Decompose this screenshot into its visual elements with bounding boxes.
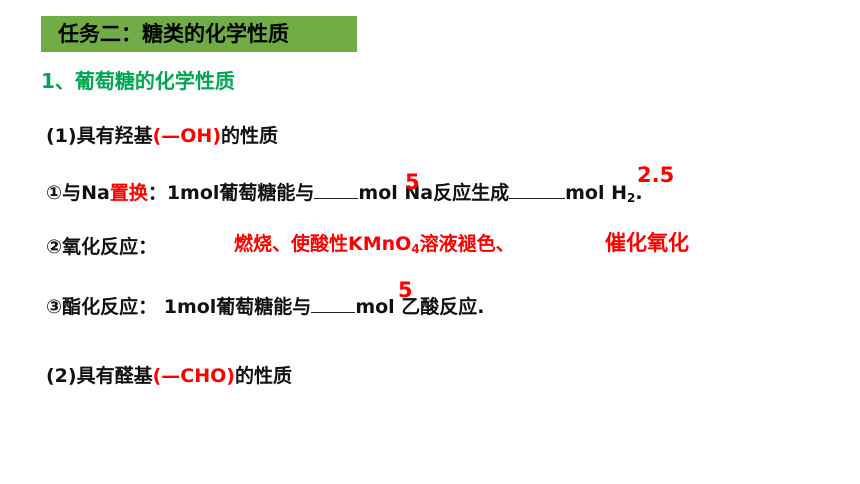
aldehyde-group: (—CHO) [152,365,235,387]
answer-hydrogen-moles: 2.5 [637,163,675,187]
blank-sodium-moles [314,178,359,199]
item3-label: ③酯化反应： [46,296,158,318]
blank-acetic-acid-moles [311,292,356,313]
item1-end: . [635,182,643,204]
item1-prefix: ①与Na [46,182,110,204]
property-aldehyde-prefix: (2)具有醛基 [46,365,153,387]
task-title-banner: 任务二：糖类的化学性质 [41,16,357,52]
item1-keyword: 置换 [109,182,148,204]
blank-hydrogen-moles [509,178,566,199]
hydroxyl-group: (—OH) [152,125,222,147]
item3-text-a: 1mol葡萄糖能与 [163,296,312,318]
answer-sodium-moles: 5 [405,170,420,194]
item-esterification: ③酯化反应： 1mol葡萄糖能与 mol 乙酸反应. [46,292,485,320]
property-hydroxyl-prefix: (1)具有羟基 [46,125,153,147]
answer-oxidation-a: 燃烧、使酸性KMnO4溶液褪色、 [234,229,515,256]
item1-text-a: ：1mol葡萄糖能与 [147,182,315,204]
property-aldehyde: (2)具有醛基(—CHO)的性质 [46,363,292,389]
item1-text-b: mol Na反应生成 [358,182,510,204]
item1-text-c: mol H [565,182,628,204]
answer-oxidation-a-end: 溶液褪色、 [419,233,515,255]
item3-text-b: mol 乙酸反应. [355,296,485,318]
answer-oxidation-a-text: 燃烧、使酸性KMnO [234,233,412,255]
property-hydroxyl: (1)具有羟基(—OH)的性质 [46,123,278,149]
answer-oxidation-a-subscript: 4 [411,242,420,256]
answer-acetic-acid-moles: 5 [398,278,413,302]
item1-subscript: 2 [627,191,636,205]
section-title: 1、葡萄糖的化学性质 [41,69,235,93]
property-aldehyde-suffix: 的性质 [234,365,292,387]
answer-oxidation-b: 催化氧化 [605,231,689,255]
item-sodium-reaction: ①与Na置换：1mol葡萄糖能与 mol Na反应生成 mol H2. [46,178,643,211]
item-oxidation-label: ②氧化反应： [46,236,158,258]
property-hydroxyl-suffix: 的性质 [221,125,279,147]
